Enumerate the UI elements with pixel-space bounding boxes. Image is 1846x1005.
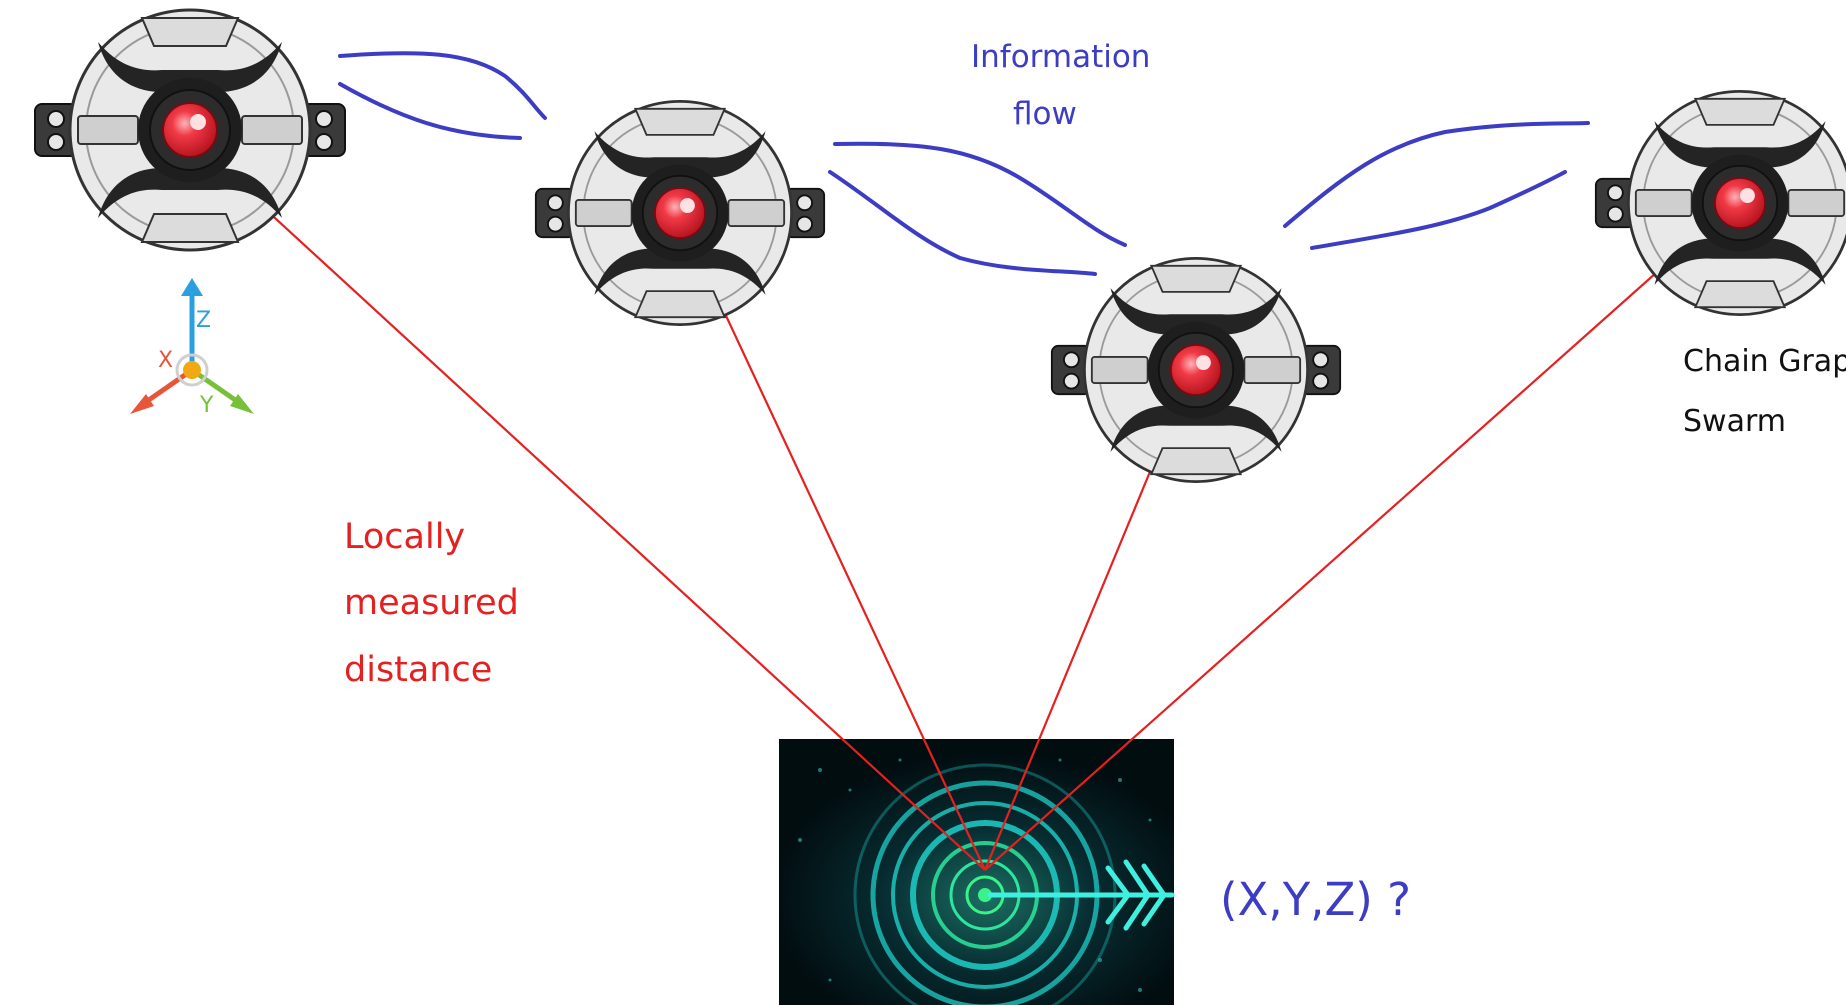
info-link (338, 82, 522, 140)
information-flow-label: Information (971, 39, 1151, 75)
graph-type-label: Chain Grap (1683, 344, 1846, 379)
axis-y-label: Y (200, 393, 214, 418)
xyz-axes-icon (130, 278, 254, 414)
information-flow-links (338, 51, 1590, 276)
drone-icon (534, 100, 826, 326)
info-link (833, 141, 1127, 247)
measured-distance-label: Locally (344, 517, 466, 557)
target-coordinates-label: (X,Y,Z) ? (1220, 873, 1412, 926)
axis-x-label: X (158, 348, 174, 373)
information-flow-label: flow (1013, 96, 1077, 132)
measured-distance-label: measured (344, 583, 519, 623)
target-arrow-image (779, 739, 1175, 1005)
info-link (828, 170, 1097, 276)
distance-line (189, 139, 986, 871)
distance-line (984, 199, 1739, 871)
drone-icon (1594, 90, 1846, 316)
info-link (1310, 170, 1567, 250)
drone-icon (1050, 257, 1342, 483)
drone-icon (33, 8, 347, 252)
graph-type-label: Swarm (1683, 404, 1786, 439)
measured-distance-label: distance (344, 650, 493, 690)
distance-line (677, 212, 986, 871)
axis-z-label: Z (196, 308, 212, 333)
info-link (1283, 121, 1590, 228)
info-link (338, 51, 547, 120)
